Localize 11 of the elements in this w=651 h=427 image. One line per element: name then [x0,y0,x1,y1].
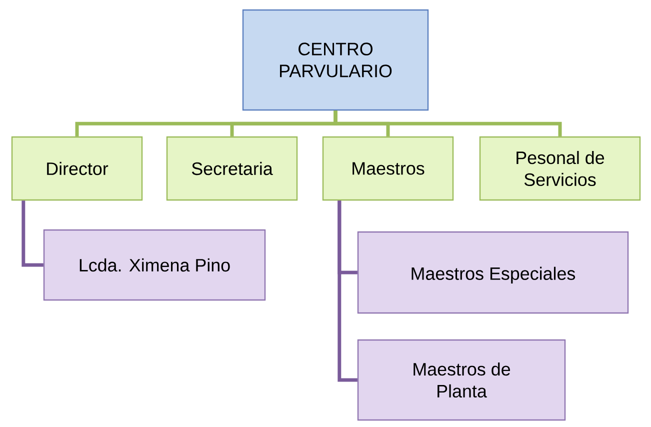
role-box: Director [11,136,143,201]
role-box: Secretaria [166,136,298,201]
staff-box: Maestros de Planta [357,339,566,421]
title-box: CENTRO PARVULARIO [242,9,429,111]
staff-box: Maestros Especiales [357,231,629,314]
role-box: Pesonal de Servicios [479,136,641,201]
connector-line [334,110,562,136]
connector-line [22,200,44,267]
role-box: Maestros [322,136,454,201]
staff-box: Lcda. Ximena Pino [43,229,266,301]
connector-line [338,200,358,382]
